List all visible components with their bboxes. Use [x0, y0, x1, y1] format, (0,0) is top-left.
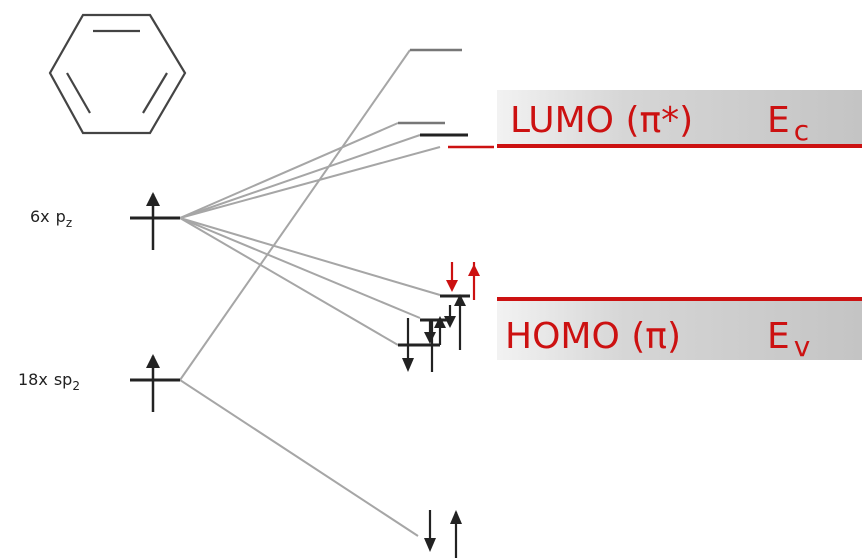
homo-levels: [398, 262, 480, 372]
orbital-connectors: [179, 49, 441, 537]
upper-levels: [398, 48, 494, 149]
homo-label: HOMO (π): [505, 316, 681, 357]
sigma-level: [424, 510, 462, 558]
benzene-ring-icon: [48, 13, 187, 135]
lumo-label: LUMO (π*): [510, 100, 693, 141]
